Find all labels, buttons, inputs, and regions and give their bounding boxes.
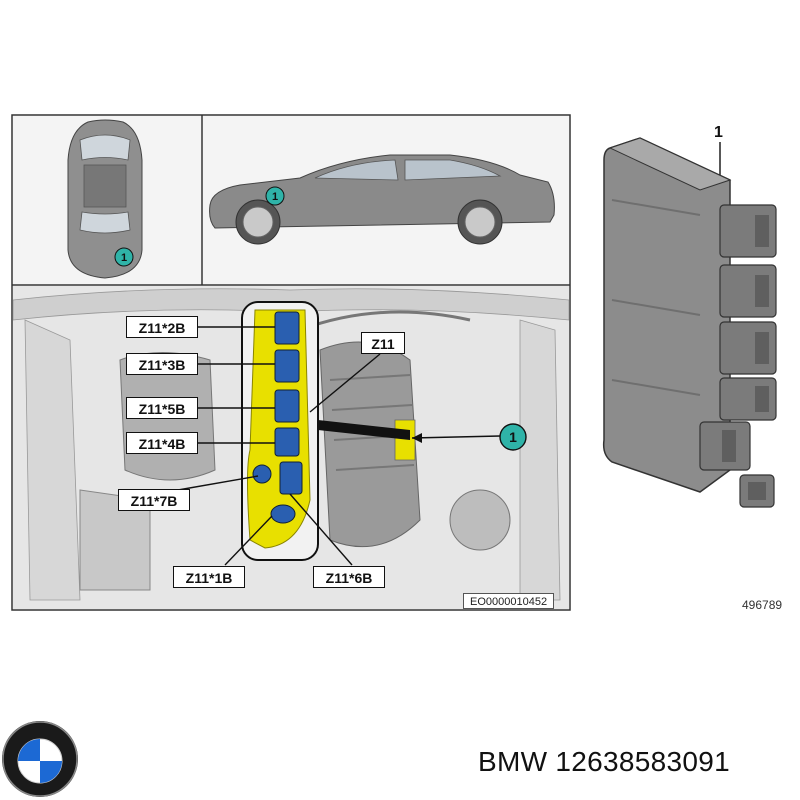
label-z11-7b: Z11*7B [118, 489, 190, 511]
label-z11: Z11 [361, 332, 405, 354]
bmw-logo [2, 721, 78, 797]
label-z11-5b: Z11*5B [126, 397, 198, 419]
engine-bay-view: 1 [12, 286, 570, 609]
reference-number: 496789 [742, 598, 783, 612]
label-z11-2b: Z11*2B [126, 316, 198, 338]
svg-text:1: 1 [509, 429, 517, 445]
label-z11-4b: Z11*4B [126, 432, 198, 454]
svg-text:1: 1 [272, 191, 278, 203]
marker-1-engine [499, 423, 527, 451]
label-z11-6b: Z11*6B [313, 566, 385, 588]
svg-text:1: 1 [121, 252, 127, 264]
marker-1-side [265, 186, 285, 206]
part-callout-number: 1 [714, 124, 723, 141]
marker-1-top [114, 247, 134, 267]
label-z11-3b: Z11*3B [126, 353, 198, 375]
car-top-view: 1 [13, 116, 201, 284]
label-z11-1b: Z11*1B [173, 566, 245, 588]
product-caption: BMW 12638583091 [478, 746, 731, 777]
control-module-illustration [602, 137, 777, 508]
document-code: EO0000010452 [463, 593, 555, 609]
car-side-view: 1 [203, 116, 569, 284]
